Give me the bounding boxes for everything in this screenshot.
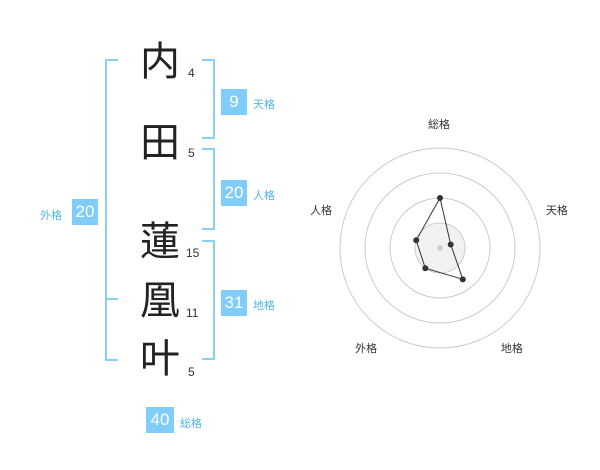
char-5-strokes: 5	[188, 365, 195, 379]
char-1-strokes: 4	[188, 66, 195, 80]
radar-ring-4	[339, 147, 541, 349]
char-4-strokes: 11	[186, 306, 199, 320]
radar-series-line	[415, 196, 464, 281]
char-1: 内	[140, 39, 180, 85]
gaikaku-label: 外格	[40, 209, 62, 222]
chikaku-bracket	[202, 240, 215, 360]
outer-bracket	[105, 59, 118, 361]
jinkaku-score: 20	[221, 180, 247, 206]
jinkaku-label: 人格	[253, 189, 275, 202]
tenkaku-score: 9	[221, 89, 247, 115]
char-2: 田	[140, 120, 180, 166]
gaikaku-score: 20	[72, 199, 98, 225]
radar-axis-label-1: 総格	[428, 118, 450, 131]
jinkaku-bracket	[202, 148, 215, 230]
char-3: 蓮	[140, 219, 180, 265]
radar-axis-label-4: 外格	[355, 342, 378, 356]
chikaku-label: 地格	[253, 299, 275, 312]
radar-ring-3	[364, 172, 516, 324]
radar-center	[437, 245, 443, 251]
radar-axis-label-5: 人格	[310, 203, 333, 217]
char-3-strokes: 15	[186, 246, 200, 260]
radar-point-2	[447, 241, 454, 248]
radar-point-4	[422, 265, 429, 272]
radar-point-1	[437, 195, 443, 201]
char-4: 凰	[140, 278, 180, 324]
soukaku-label: 総格	[180, 417, 202, 430]
char-5: 叶	[140, 336, 180, 382]
radar-axis-label-3: 地格	[500, 342, 523, 356]
radar-axis-label-2: 天格	[545, 203, 568, 217]
tenkaku-bracket	[202, 59, 215, 139]
soukaku-score: 40	[146, 407, 174, 433]
tenkaku-label: 天格	[253, 98, 275, 111]
radar-point-5	[413, 237, 420, 244]
radar-point-3	[459, 276, 466, 283]
char-2-strokes: 5	[188, 146, 195, 160]
chikaku-score: 31	[221, 290, 247, 316]
